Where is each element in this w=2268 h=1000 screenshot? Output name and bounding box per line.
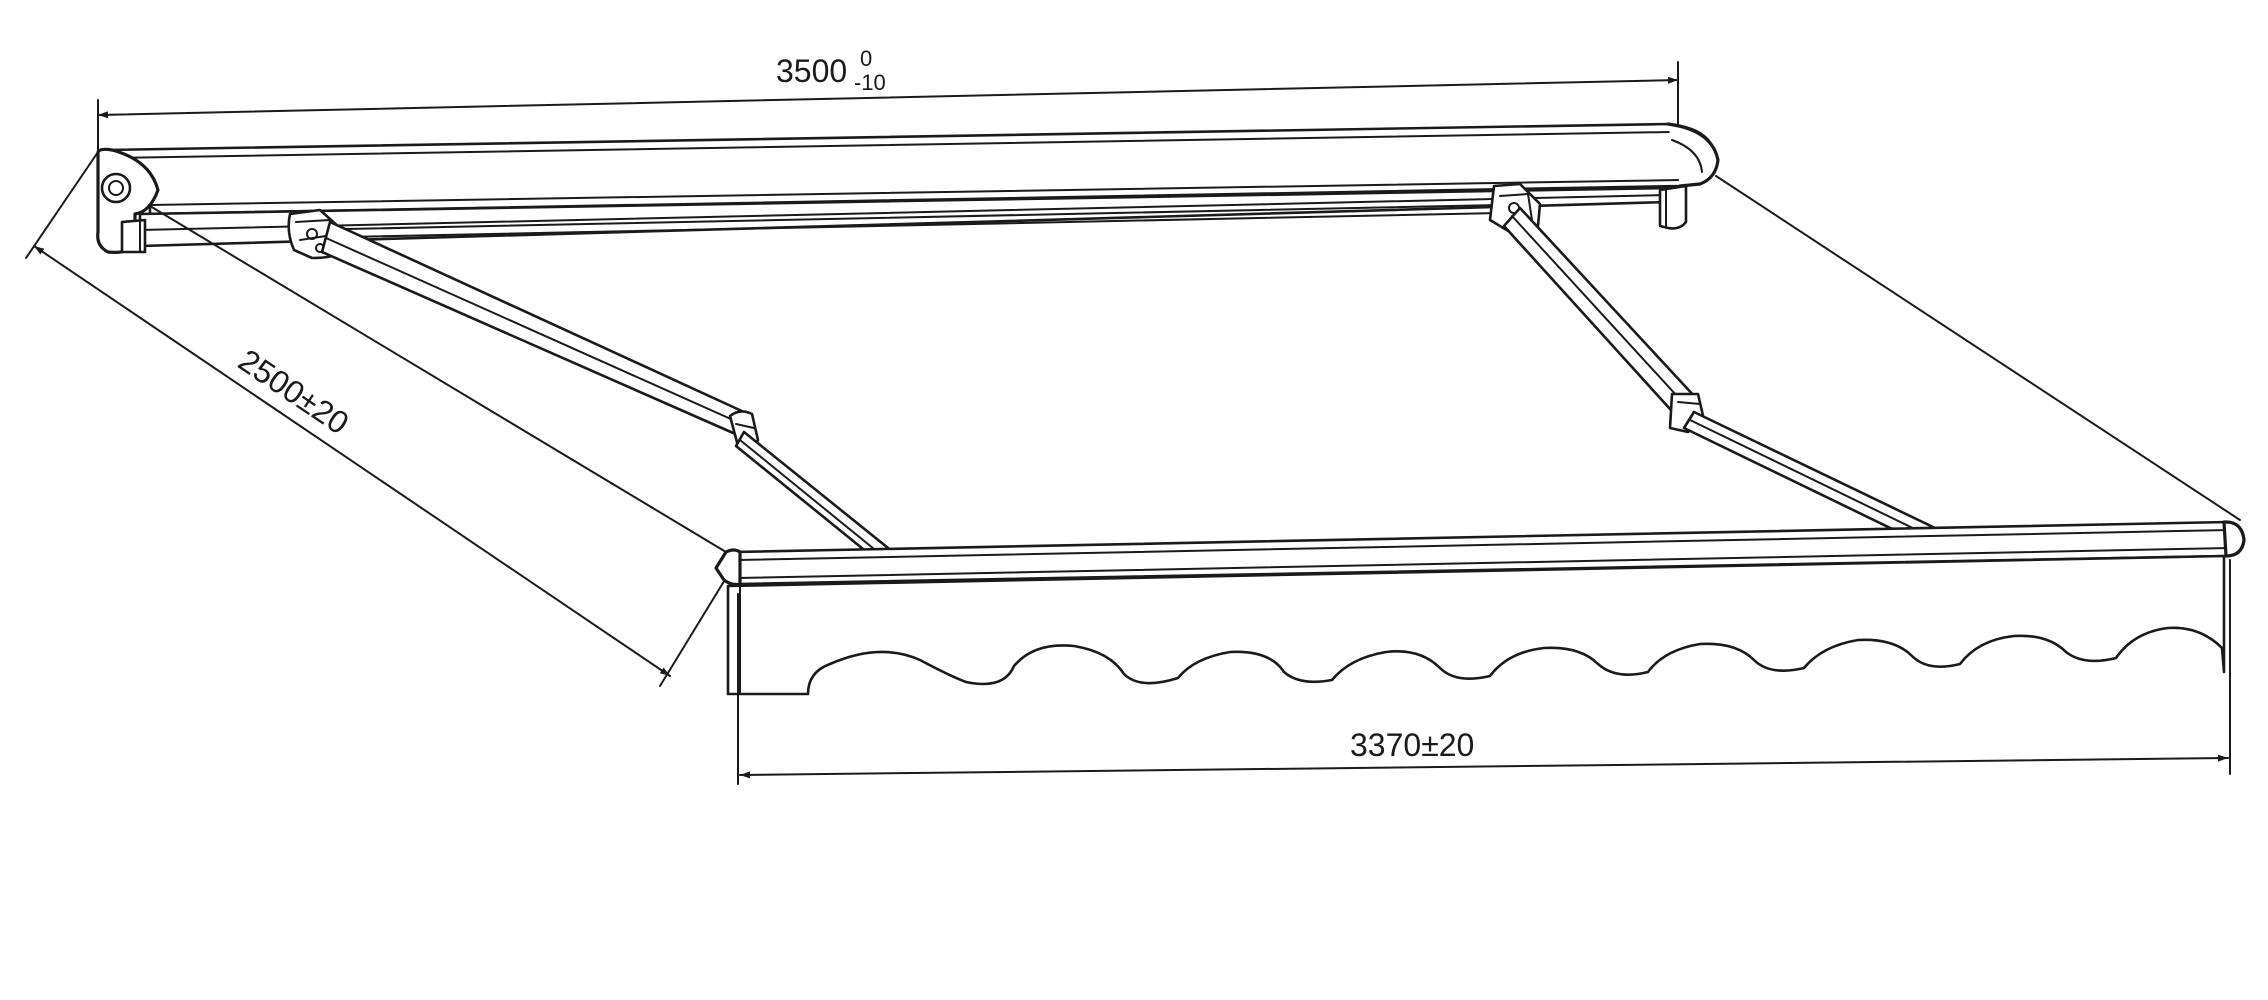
dimension-line-width-top bbox=[97, 76, 1679, 119]
valance bbox=[726, 554, 2226, 696]
dimension-label-width-top: 3500 bbox=[776, 53, 847, 89]
extension-line-top bbox=[25, 151, 99, 259]
dimension-line-projection bbox=[33, 245, 671, 677]
cassette-housing bbox=[96, 122, 1720, 254]
extension-line-bottom bbox=[659, 577, 727, 687]
canopy-side-lines bbox=[149, 175, 2241, 553]
dimension-label-width-bottom: 3370±20 bbox=[1350, 727, 1474, 763]
front-bar bbox=[714, 520, 2246, 587]
dimension-width-top: 3500 0 -10 bbox=[97, 46, 1679, 151]
dimension-line-width-bottom bbox=[739, 754, 2229, 779]
dimension-width-bottom: 3370±20 bbox=[737, 559, 2231, 785]
tolerance-lower: -10 bbox=[854, 70, 886, 95]
tolerance-upper: 0 bbox=[860, 46, 872, 71]
